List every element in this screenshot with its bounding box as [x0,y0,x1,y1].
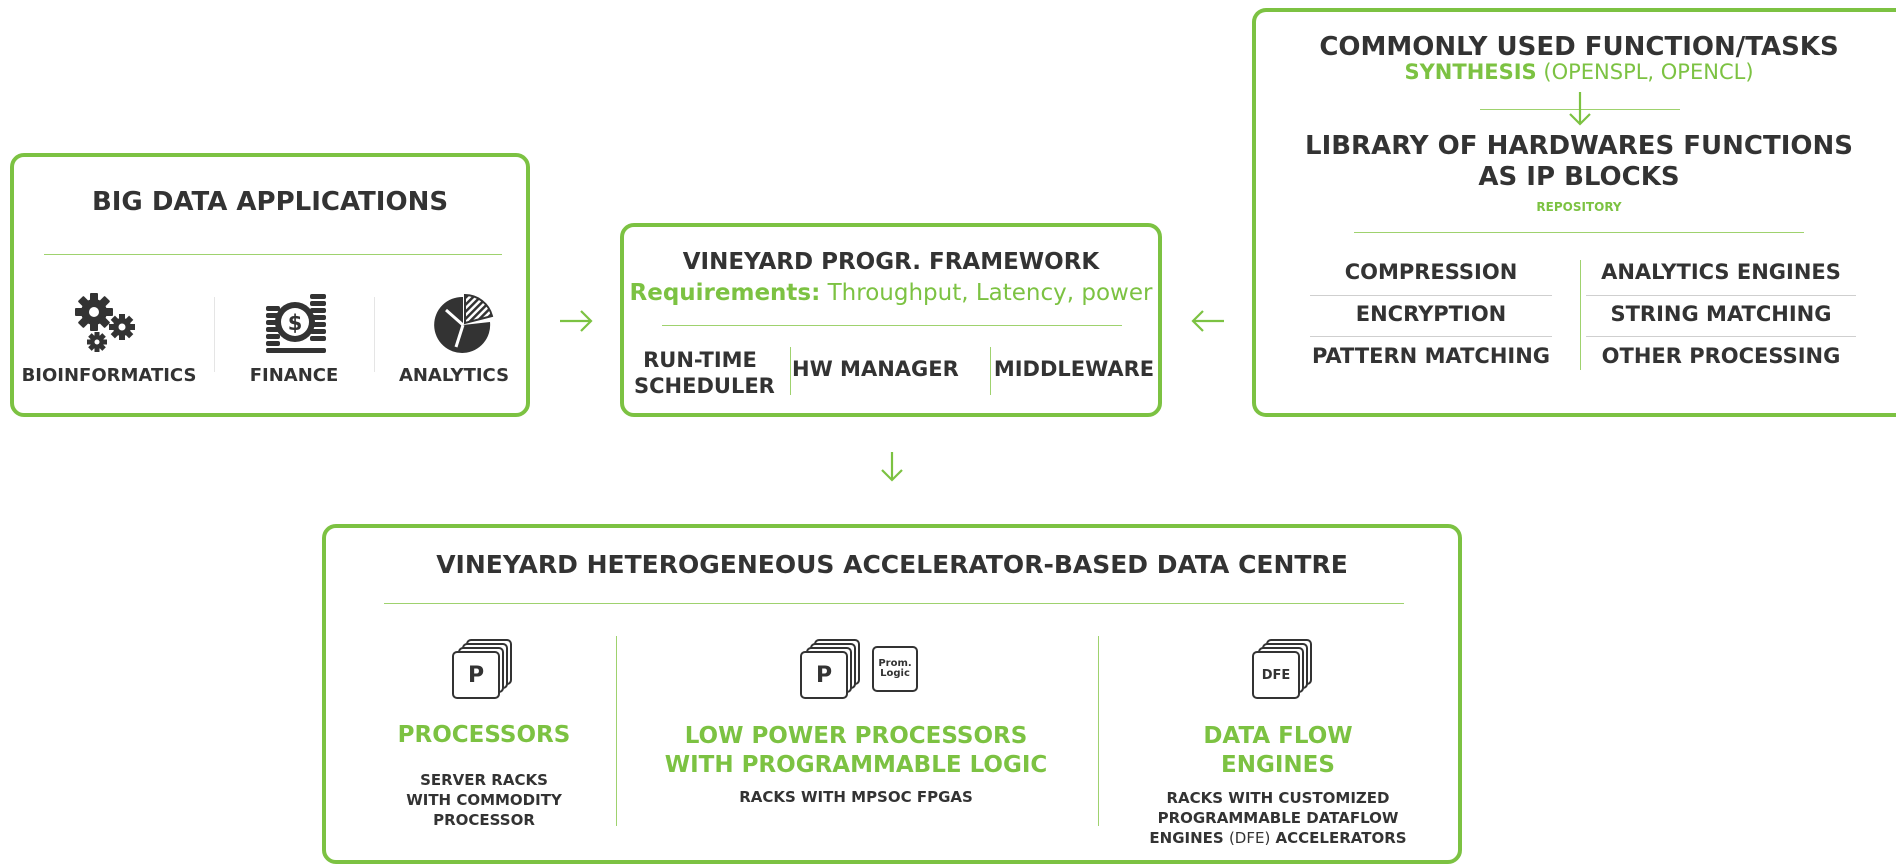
string-matching-label: STRING MATCHING [1610,302,1832,326]
arrow-down-icon [1569,92,1591,126]
pie-chart-icon [434,292,496,354]
middleware-label: MIDDLEWARE [993,357,1155,381]
dfe-heading: DATA FLOW ENGINES [1203,723,1353,778]
dfe-desc: RACKS WITH CUSTOMIZED PROGRAMMABLE DATAF… [1098,788,1458,848]
hw-manager-label: HW MANAGER [792,357,959,381]
prom-logic-icon: Prom. Logic [872,646,918,692]
bioinformatics-label: BIOINFORMATICS [21,365,197,386]
card-label: Prom. Logic [878,658,912,679]
divider [1310,295,1552,296]
runtime-scheduler-label: RUN-TIME SCHEDULER [634,348,775,398]
requirements-label: Requirements: [629,280,821,306]
divider [662,325,1122,326]
arrow-down-icon [881,452,903,482]
divider [1586,336,1856,337]
tasks-title: COMMONLY USED FUNCTION/TASKS [1319,32,1839,62]
analytics-label: ANALYTICS [398,365,510,386]
framework-box: VINEYARD PROGR. FRAMEWORK Requirements: … [620,223,1162,417]
low-power-heading: LOW POWER PROCESSORS WITH PROGRAMMABLE L… [664,723,1048,778]
processor-stack-icon: P [800,639,862,699]
processors-desc: SERVER RACKS WITH COMMODITY PROCESSOR [406,771,562,829]
synthesis-label: SYNTHESIS [1404,60,1537,84]
arrow-right-icon [560,310,594,332]
card-label: P [467,662,485,688]
compression-label: COMPRESSION [1344,260,1518,284]
framework-title: VINEYARD PROGR. FRAMEWORK [682,249,1100,275]
divider [1310,336,1552,337]
divider [616,636,617,826]
encryption-label: ENCRYPTION [1355,302,1507,326]
dfe-stack-icon: DFE [1252,639,1314,699]
coins-icon: $ [264,292,328,354]
library-title-2: AS IP BLOCKS [1478,162,1680,192]
divider [44,254,502,255]
other-processing-label: OTHER PROCESSING [1601,344,1841,368]
divider [1098,636,1099,826]
datacentre-title: VINEYARD HETEROGENEOUS ACCELERATOR-BASED… [436,550,1348,579]
big-data-box: BIG DATA APPLICATIONS [10,153,530,417]
card-label: DFE [1261,667,1291,683]
processor-stack-icon: P [452,639,514,699]
divider [214,297,215,372]
library-title-1: LIBRARY OF HARDWARES FUNCTIONS [1305,131,1853,161]
low-power-desc: RACKS WITH MPSOC FPGAS [739,788,973,806]
divider [1354,232,1804,233]
gears-icon [72,292,142,354]
divider [384,603,1404,604]
arrow-left-icon [1190,310,1224,332]
synthesis-line: SYNTHESIS (OPENSPL, OPENCL) [1256,60,1896,84]
divider [1580,260,1581,370]
svg-text:$: $ [288,311,303,335]
divider [374,297,375,372]
analytics-engines-label: ANALYTICS ENGINES [1601,260,1841,284]
divider [790,347,791,395]
datacentre-box: VINEYARD HETEROGENEOUS ACCELERATOR-BASED… [322,524,1462,864]
divider [1586,295,1856,296]
pattern-matching-label: PATTERN MATCHING [1311,344,1551,368]
divider [990,347,991,395]
dfe-desc-b: (DFE) [1228,829,1271,847]
dfe-desc-a: RACKS WITH CUSTOMIZED PROGRAMMABLE DATAF… [1149,789,1399,847]
big-data-title: BIG DATA APPLICATIONS [91,187,449,217]
library-box: COMMONLY USED FUNCTION/TASKS SYNTHESIS (… [1252,8,1896,417]
synthesis-detail: (OPENSPL, OPENCL) [1543,60,1754,84]
repository-label: REPOSITORY [1536,200,1622,214]
requirements-value: Throughput, Latency, power [827,280,1153,306]
requirements-line: Requirements: Throughput, Latency, power [624,280,1158,306]
processors-heading: PROCESSORS [397,722,571,748]
finance-label: FINANCE [249,365,339,386]
dfe-desc-c: ACCELERATORS [1270,829,1407,847]
card-label: P [815,662,833,688]
